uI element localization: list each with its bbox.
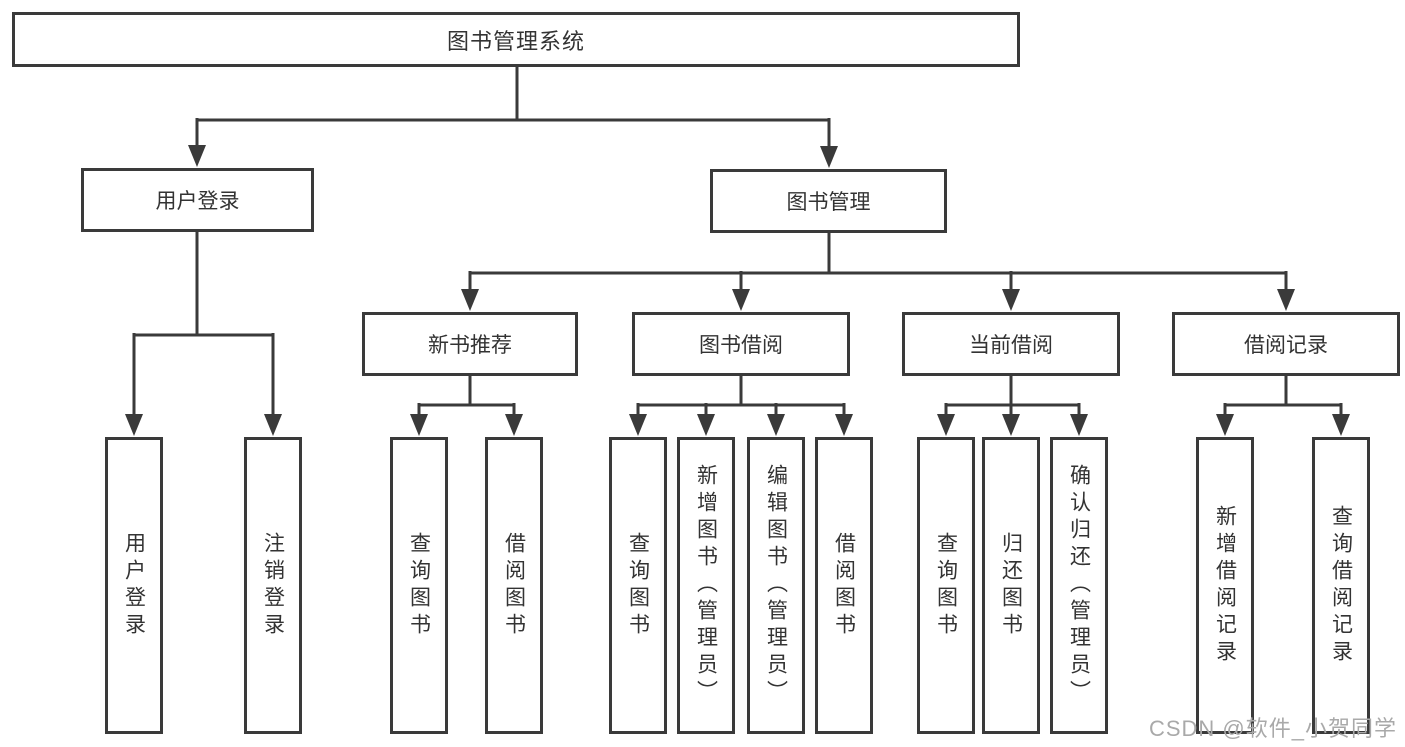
node-borrow-records: 借阅记录: [1172, 312, 1400, 376]
node-label: 借阅图书: [832, 531, 856, 640]
node-label: 用户登录: [122, 531, 146, 640]
node-label: 图书管理系统: [446, 28, 585, 54]
leaf-query-books-current: 查询图书: [917, 437, 975, 734]
node-label: 确认归还（管理员）: [1067, 464, 1091, 707]
node-label: 当前借阅: [969, 334, 1053, 357]
leaf-borrow-books-recommend: 借阅图书: [485, 437, 543, 734]
node-label: 借阅记录: [1244, 334, 1328, 357]
node-label: 编辑图书（管理员）: [764, 464, 788, 707]
leaf-query-borrow-record: 查询借阅记录: [1312, 437, 1370, 734]
node-user-login: 用户登录: [81, 168, 314, 232]
leaf-logout: 注销登录: [244, 437, 302, 734]
node-book-management: 图书管理: [710, 169, 947, 233]
leaf-user-login: 用户登录: [105, 437, 163, 734]
node-label: 新增图书（管理员）: [694, 464, 718, 707]
leaf-add-borrow-record: 新增借阅记录: [1196, 437, 1254, 734]
node-label: 查询借阅记录: [1329, 504, 1353, 667]
node-library-management-system: 图书管理系统: [12, 12, 1020, 67]
leaf-edit-book-admin: 编辑图书（管理员）: [747, 437, 805, 734]
node-label: 查询图书: [626, 531, 650, 640]
node-label: 新增借阅记录: [1213, 504, 1237, 667]
node-label: 新书推荐: [428, 334, 512, 357]
node-label: 图书管理: [786, 191, 871, 214]
node-label: 图书借阅: [699, 334, 783, 357]
leaf-borrow-books: 借阅图书: [815, 437, 873, 734]
node-label: 查询图书: [407, 531, 431, 640]
node-book-borrow: 图书借阅: [632, 312, 850, 376]
arrowheads: [125, 145, 1350, 436]
leaf-query-books-borrow: 查询图书: [609, 437, 667, 734]
leaf-confirm-return-admin: 确认归还（管理员）: [1050, 437, 1108, 734]
leaf-return-book: 归还图书: [982, 437, 1040, 734]
node-label: 查询图书: [934, 531, 958, 640]
leaf-query-books-recommend: 查询图书: [390, 437, 448, 734]
node-new-book-recommend: 新书推荐: [362, 312, 578, 376]
node-current-borrow: 当前借阅: [902, 312, 1120, 376]
node-label: 借阅图书: [502, 531, 526, 640]
leaf-add-book-admin: 新增图书（管理员）: [677, 437, 735, 734]
csdn-watermark: CSDN @软件_小贺同学: [1148, 716, 1397, 741]
node-label: 用户登录: [155, 190, 240, 213]
node-label: 归还图书: [999, 531, 1023, 640]
node-label: 注销登录: [261, 531, 285, 640]
